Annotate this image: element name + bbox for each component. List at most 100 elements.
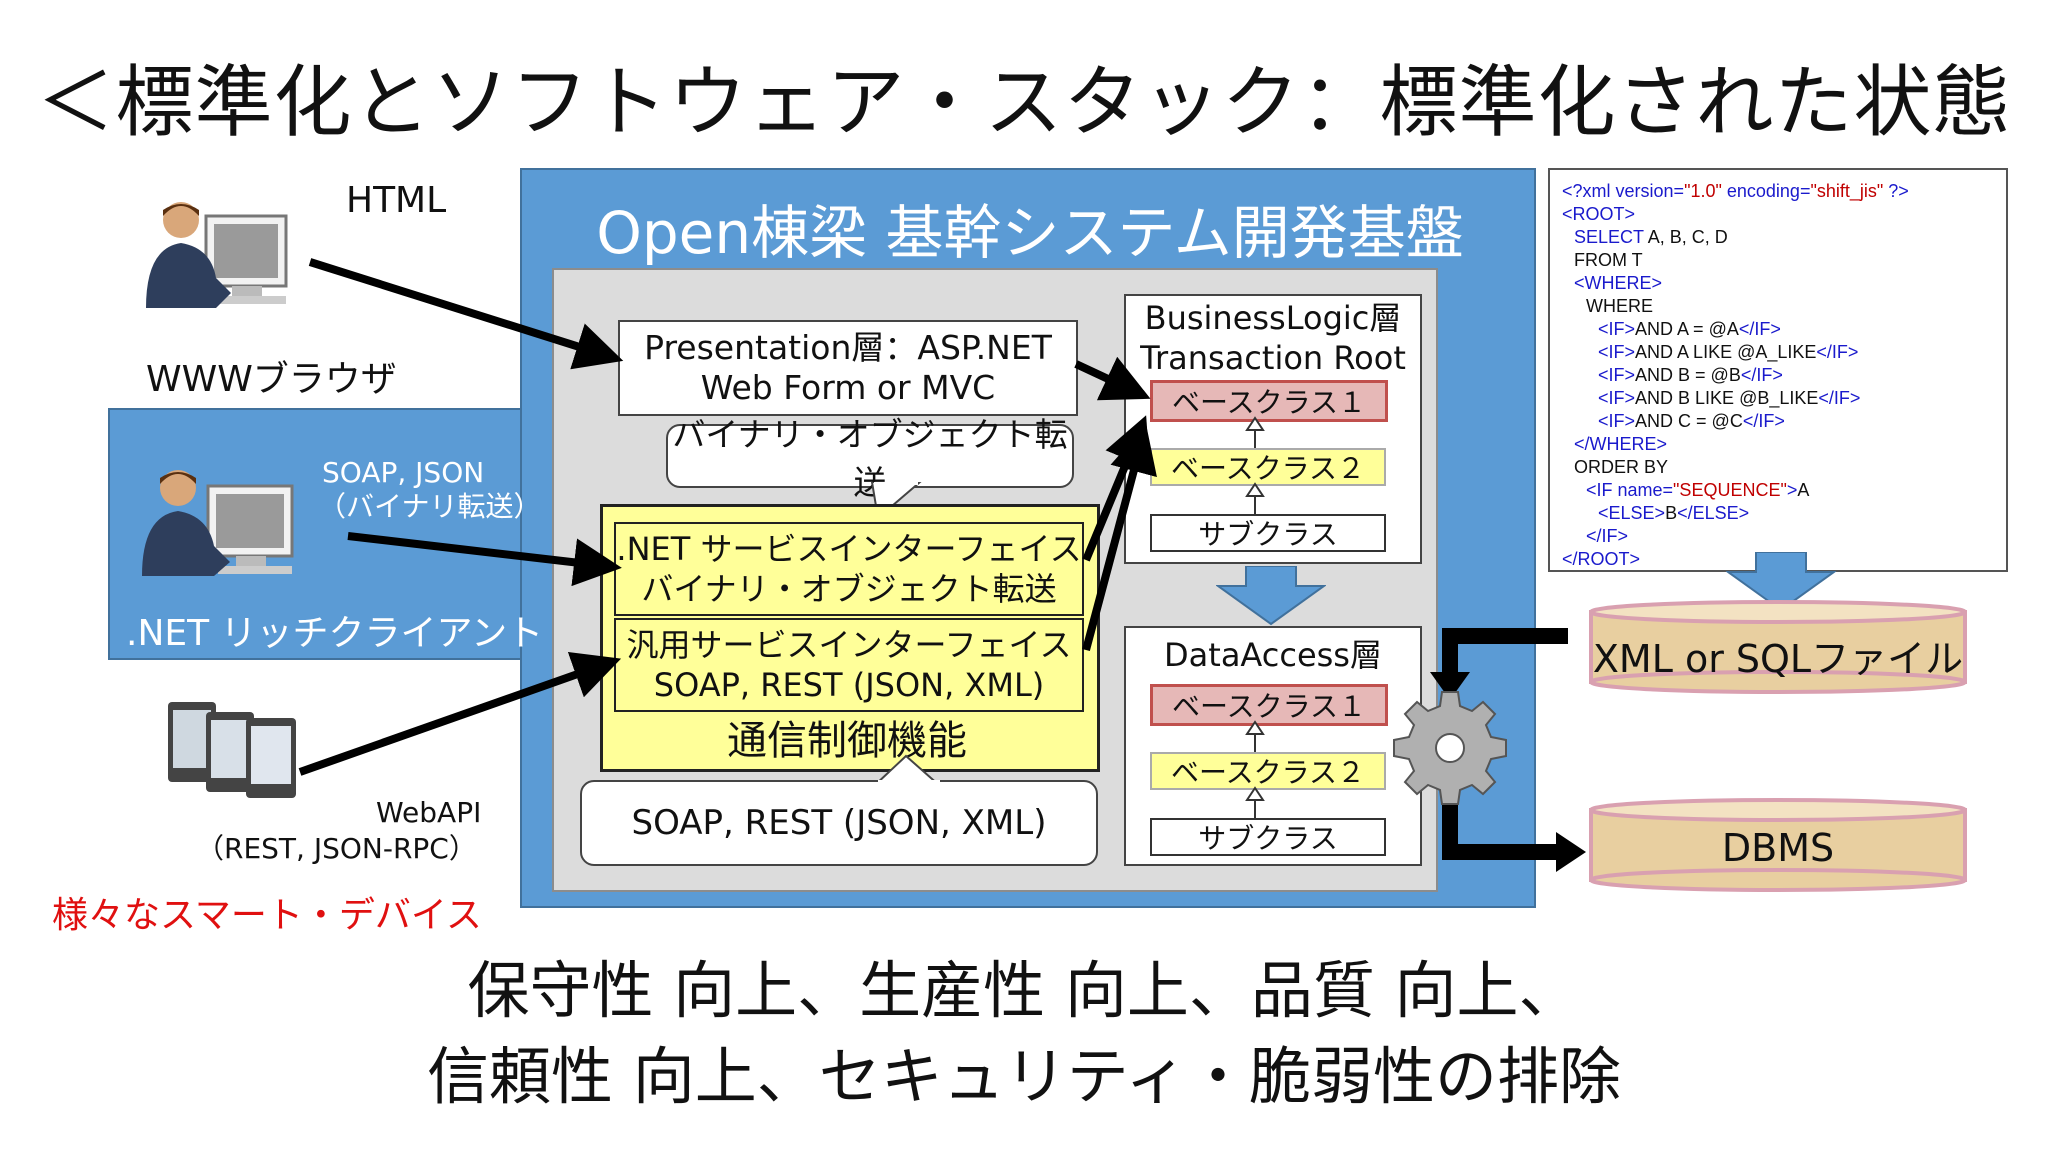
benefits-line-1: 保守性 向上、生産性 向上、品質 向上、 bbox=[467, 954, 1581, 1027]
code-line: <IF name="SEQUENCE">A bbox=[1562, 479, 1994, 502]
code-token: <IF name= bbox=[1586, 480, 1674, 500]
code-token: </IF> bbox=[1742, 411, 1785, 431]
code-token: AND B LIKE @B_LIKE bbox=[1635, 388, 1819, 408]
code-token: WHERE bbox=[1586, 296, 1653, 316]
code-line: </ROOT> bbox=[1562, 548, 1994, 571]
code-line: <ELSE>B</ELSE> bbox=[1562, 502, 1994, 525]
user-pc-icon bbox=[142, 470, 294, 576]
presentation-line-2: Web Form or MVC bbox=[700, 368, 996, 407]
database-cylinder-icon bbox=[1589, 798, 1967, 892]
code-token: A, B, C, D bbox=[1643, 227, 1728, 247]
gear-icon bbox=[1393, 691, 1507, 805]
net-service-interface: .NET サービスインターフェイス バイナリ・オブジェクト転送 bbox=[614, 522, 1084, 616]
code-token: ?> bbox=[1883, 181, 1909, 201]
generic-service-line-2: SOAP, REST (JSON, XML) bbox=[653, 666, 1045, 704]
inheritance-arrows bbox=[1245, 416, 1265, 514]
business-logic-title: BusinessLogic層 Transaction Root bbox=[1130, 298, 1416, 378]
code-token: ORDER BY bbox=[1574, 457, 1669, 477]
biz-base-class-1: ベースクラス１ bbox=[1150, 380, 1388, 422]
da-sub-class: サブクラス bbox=[1150, 818, 1386, 856]
callout-joint bbox=[878, 780, 940, 786]
code-line: <IF>AND B = @B</IF> bbox=[1562, 364, 1994, 387]
inheritance-arrows bbox=[1245, 720, 1265, 818]
code-line: SELECT A, B, C, D bbox=[1562, 226, 1994, 249]
code-token: <IF> bbox=[1598, 365, 1636, 385]
code-token: B bbox=[1665, 503, 1678, 523]
code-line: <ROOT> bbox=[1562, 203, 1994, 226]
code-line: <WHERE> bbox=[1562, 272, 1994, 295]
down-arrow-icon bbox=[1726, 552, 1836, 612]
code-token: AND C = @C bbox=[1635, 411, 1743, 431]
net-service-line-1: .NET サービスインターフェイス bbox=[616, 530, 1082, 568]
code-token: "SEQUENCE" bbox=[1673, 480, 1787, 500]
business-logic-line-1: BusinessLogic層 bbox=[1144, 299, 1402, 337]
down-arrow-icon bbox=[1216, 566, 1326, 626]
code-token: SELECT bbox=[1574, 227, 1644, 247]
code-token: <ROOT> bbox=[1562, 204, 1636, 224]
benefits-line-2: 信頼性 向上、セキュリティ・脆弱性の排除 bbox=[427, 1040, 1621, 1113]
code-token: <?xml version= bbox=[1562, 181, 1685, 201]
code-token: <IF> bbox=[1598, 388, 1636, 408]
generic-service-line-1: 汎用サービスインターフェイス bbox=[626, 626, 1072, 664]
rich-client-label: .NET リッチクライアント bbox=[126, 613, 544, 654]
code-token: </WHERE> bbox=[1574, 434, 1668, 454]
biz-sub-class: サブクラス bbox=[1150, 514, 1386, 552]
code-token: <IF> bbox=[1598, 319, 1636, 339]
code-token: encoding= bbox=[1721, 181, 1811, 201]
da-base-class-2: ベースクラス２ bbox=[1150, 752, 1386, 790]
generic-service-interface: 汎用サービスインターフェイス SOAP, REST (JSON, XML) bbox=[614, 618, 1084, 712]
sql-xml-code-panel: <?xml version="1.0" encoding="shift_jis"… bbox=[1548, 168, 2008, 572]
code-line: WHERE bbox=[1562, 295, 1994, 318]
code-token: <WHERE> bbox=[1574, 273, 1663, 293]
code-token: </ROOT> bbox=[1562, 549, 1641, 569]
rich-protocol-label: SOAP, JSON bbox=[322, 456, 485, 489]
code-token: AND A LIKE @A_LIKE bbox=[1635, 342, 1817, 362]
dbms-label: DBMS bbox=[1721, 826, 1835, 870]
code-line: <?xml version="1.0" encoding="shift_jis"… bbox=[1562, 180, 1994, 203]
user-pc-icon bbox=[146, 202, 288, 308]
biz-base-class-2: ベースクラス２ bbox=[1150, 448, 1386, 486]
net-service-line-2: バイナリ・オブジェクト転送 bbox=[641, 570, 1057, 608]
code-line: <IF>AND A = @A</IF> bbox=[1562, 318, 1994, 341]
presentation-line-1: Presentation層：ASP.NET bbox=[644, 328, 1052, 367]
code-line: </WHERE> bbox=[1562, 433, 1994, 456]
code-token: <ELSE> bbox=[1598, 503, 1666, 523]
code-line: <IF>AND A LIKE @A_LIKE</IF> bbox=[1562, 341, 1994, 364]
code-token: </IF> bbox=[1740, 365, 1783, 385]
code-line: </IF> bbox=[1562, 525, 1994, 548]
code-token: <IF> bbox=[1598, 411, 1636, 431]
rich-protocol-sub-label: （バイナリ転送） bbox=[318, 490, 542, 523]
communication-control-label: 通信制御機能 bbox=[727, 718, 967, 764]
code-token: FROM T bbox=[1574, 250, 1643, 270]
file-cylinder-icon bbox=[1589, 600, 1967, 694]
code-token: > bbox=[1786, 480, 1798, 500]
presentation-layer-box: Presentation層：ASP.NET Web Form or MVC bbox=[618, 320, 1078, 416]
code-token: AND B = @B bbox=[1635, 365, 1741, 385]
code-line: FROM T bbox=[1562, 249, 1994, 272]
business-logic-line-2: Transaction Root bbox=[1140, 339, 1406, 377]
code-token: </IF> bbox=[1816, 342, 1859, 362]
smart-devices-label: 様々なスマート・デバイス bbox=[52, 895, 482, 936]
code-token: <IF> bbox=[1598, 342, 1636, 362]
code-line: <IF>AND B LIKE @B_LIKE</IF> bbox=[1562, 387, 1994, 410]
code-token: </IF> bbox=[1738, 319, 1781, 339]
code-token: </IF> bbox=[1586, 526, 1629, 546]
code-token: "shift_jis" bbox=[1810, 181, 1884, 201]
code-line: <IF>AND C = @C</IF> bbox=[1562, 410, 1994, 433]
code-line: ORDER BY bbox=[1562, 456, 1994, 479]
platform-title: Open棟梁 基幹システム開発基盤 bbox=[596, 199, 1464, 267]
code-token: "1.0" bbox=[1684, 181, 1722, 201]
www-browser-label: WWWブラウザ bbox=[146, 359, 397, 400]
da-base-class-1: ベースクラス１ bbox=[1150, 684, 1388, 726]
soap-rest-callout: SOAP, REST (JSON, XML) bbox=[580, 780, 1098, 866]
xml-sql-file-label: XML or SQLファイル bbox=[1592, 637, 1964, 681]
smart-protocol-label: WebAPI bbox=[376, 796, 482, 829]
smart-devices-icon bbox=[168, 702, 296, 798]
code-token: </IF> bbox=[1818, 388, 1861, 408]
code-token: </ELSE> bbox=[1677, 503, 1750, 523]
code-token: AND A = @A bbox=[1635, 319, 1739, 339]
data-access-title: DataAccess層 bbox=[1164, 636, 1382, 674]
www-protocol-label: HTML bbox=[346, 180, 447, 221]
code-token: A bbox=[1797, 480, 1810, 500]
